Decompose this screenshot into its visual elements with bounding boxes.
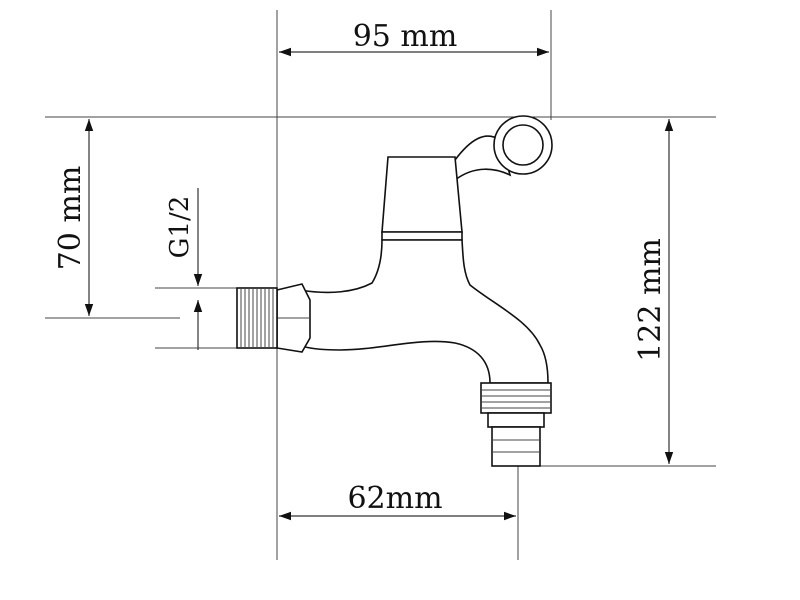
dimension-lines: [84, 47, 674, 521]
faucet-body: [236, 115, 553, 467]
handle-cap: [381, 156, 463, 233]
handle-collar: [381, 231, 463, 241]
outlet-nozzle: [491, 426, 541, 467]
thread-lines: [240, 288, 274, 348]
coupling-grip-lines: [481, 389, 551, 409]
bottom-width-label: 62mm: [347, 481, 442, 516]
right-height-label: 122 mm: [633, 238, 668, 362]
handle-ring-inner: [502, 124, 544, 166]
thread-label: G1/2: [165, 196, 195, 259]
left-height-label: 70 mm: [53, 166, 88, 271]
top-width-label: 95 mm: [353, 19, 458, 54]
outlet-collar: [487, 412, 545, 428]
spout-body: [299, 239, 549, 384]
